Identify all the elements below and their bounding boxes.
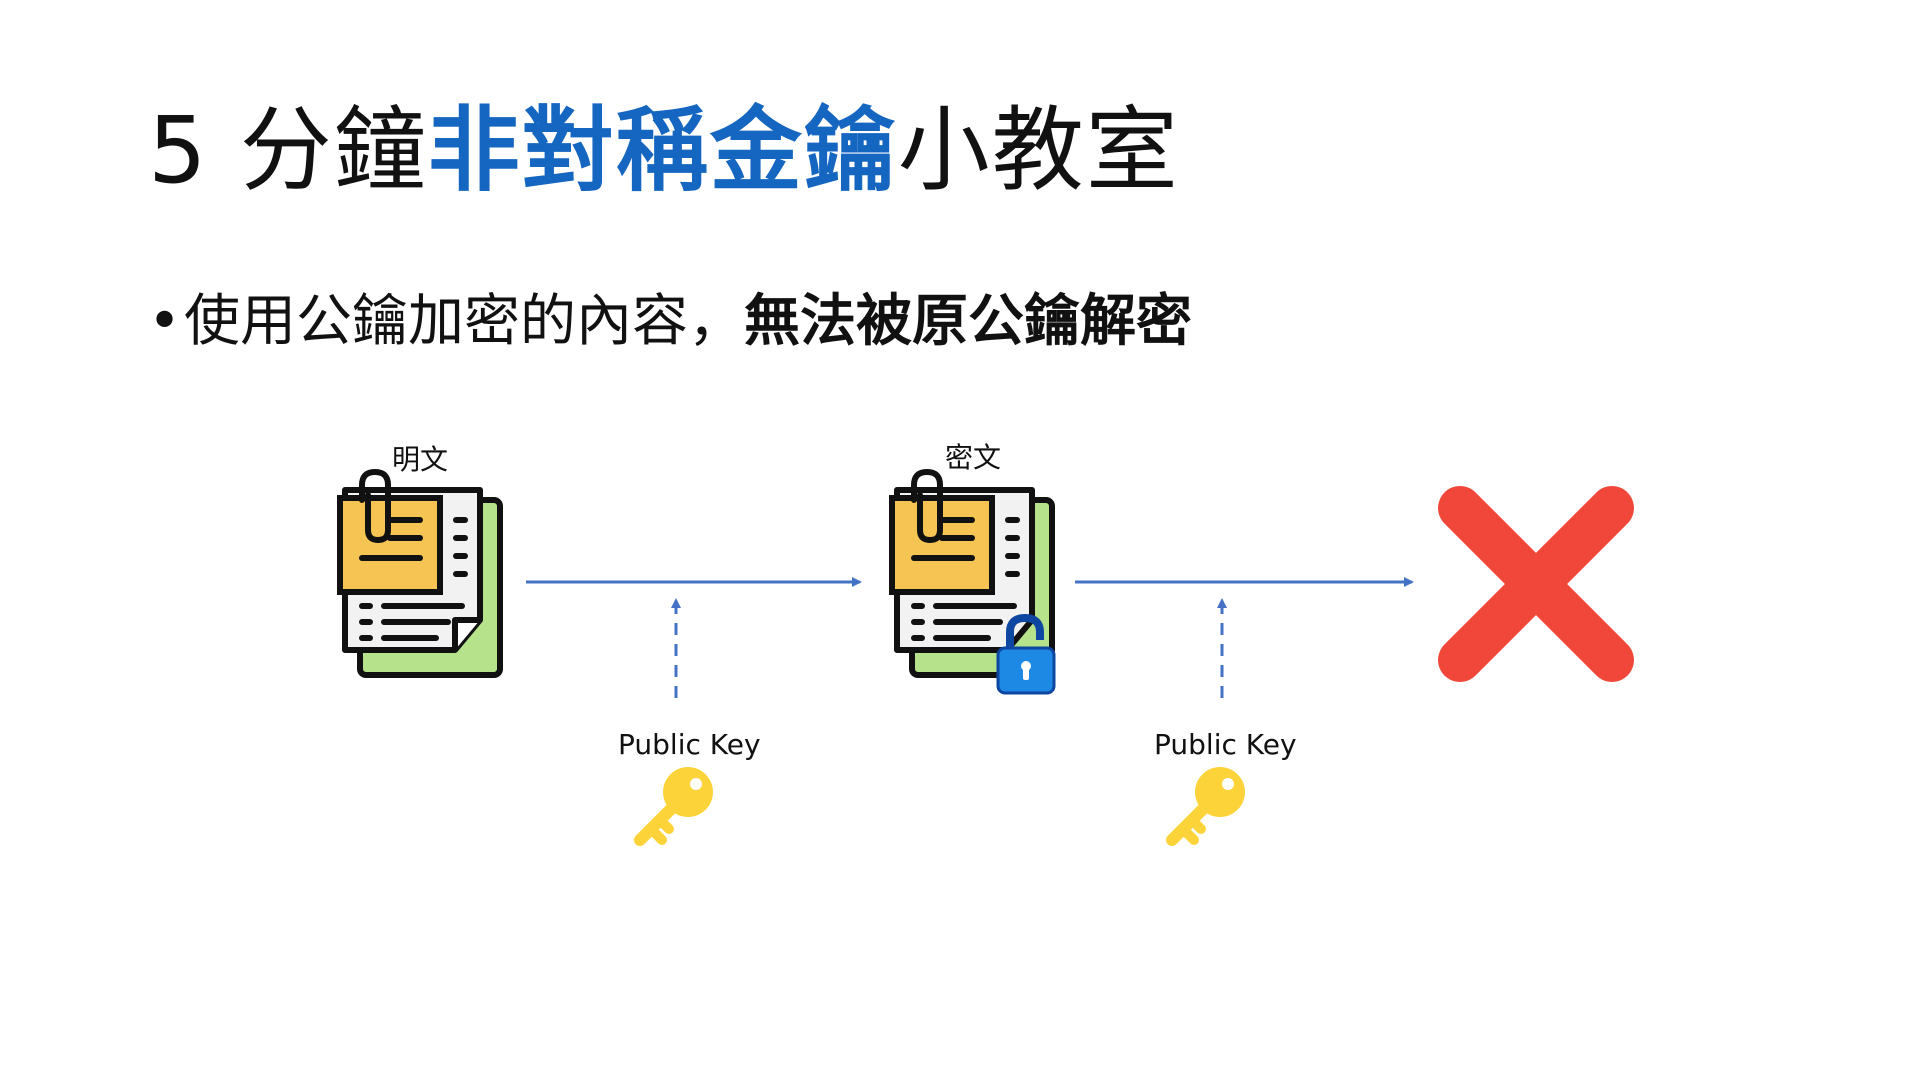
bullet-dot: • bbox=[148, 289, 182, 354]
key-icon bbox=[634, 767, 713, 846]
bullet-point: •使用公鑰加密的內容，無法被原公鑰解密 bbox=[148, 288, 1192, 355]
bullet-text-normal: 使用公鑰加密的內容， bbox=[184, 289, 744, 354]
bullet-text-bold: 無法被原公鑰解密 bbox=[744, 289, 1192, 354]
title-suffix: 小教室 bbox=[897, 97, 1180, 204]
page-title: 5 分鐘非對稱金鑰小教室 bbox=[148, 100, 1180, 201]
key-icon bbox=[1166, 767, 1245, 846]
public-key-label-1: Public Key bbox=[618, 728, 761, 761]
lock-icon bbox=[996, 613, 1056, 695]
ciphertext-label: 密文 bbox=[945, 441, 1002, 474]
title-prefix: 5 分鐘 bbox=[148, 97, 428, 204]
plaintext-label: 明文 bbox=[392, 443, 449, 476]
title-highlight: 非對稱金鑰 bbox=[427, 97, 898, 204]
cross-mark-icon bbox=[1438, 486, 1634, 682]
locked-document-icon bbox=[889, 468, 1056, 695]
public-key-label-2: Public Key bbox=[1154, 728, 1297, 761]
document-icon bbox=[337, 468, 503, 678]
